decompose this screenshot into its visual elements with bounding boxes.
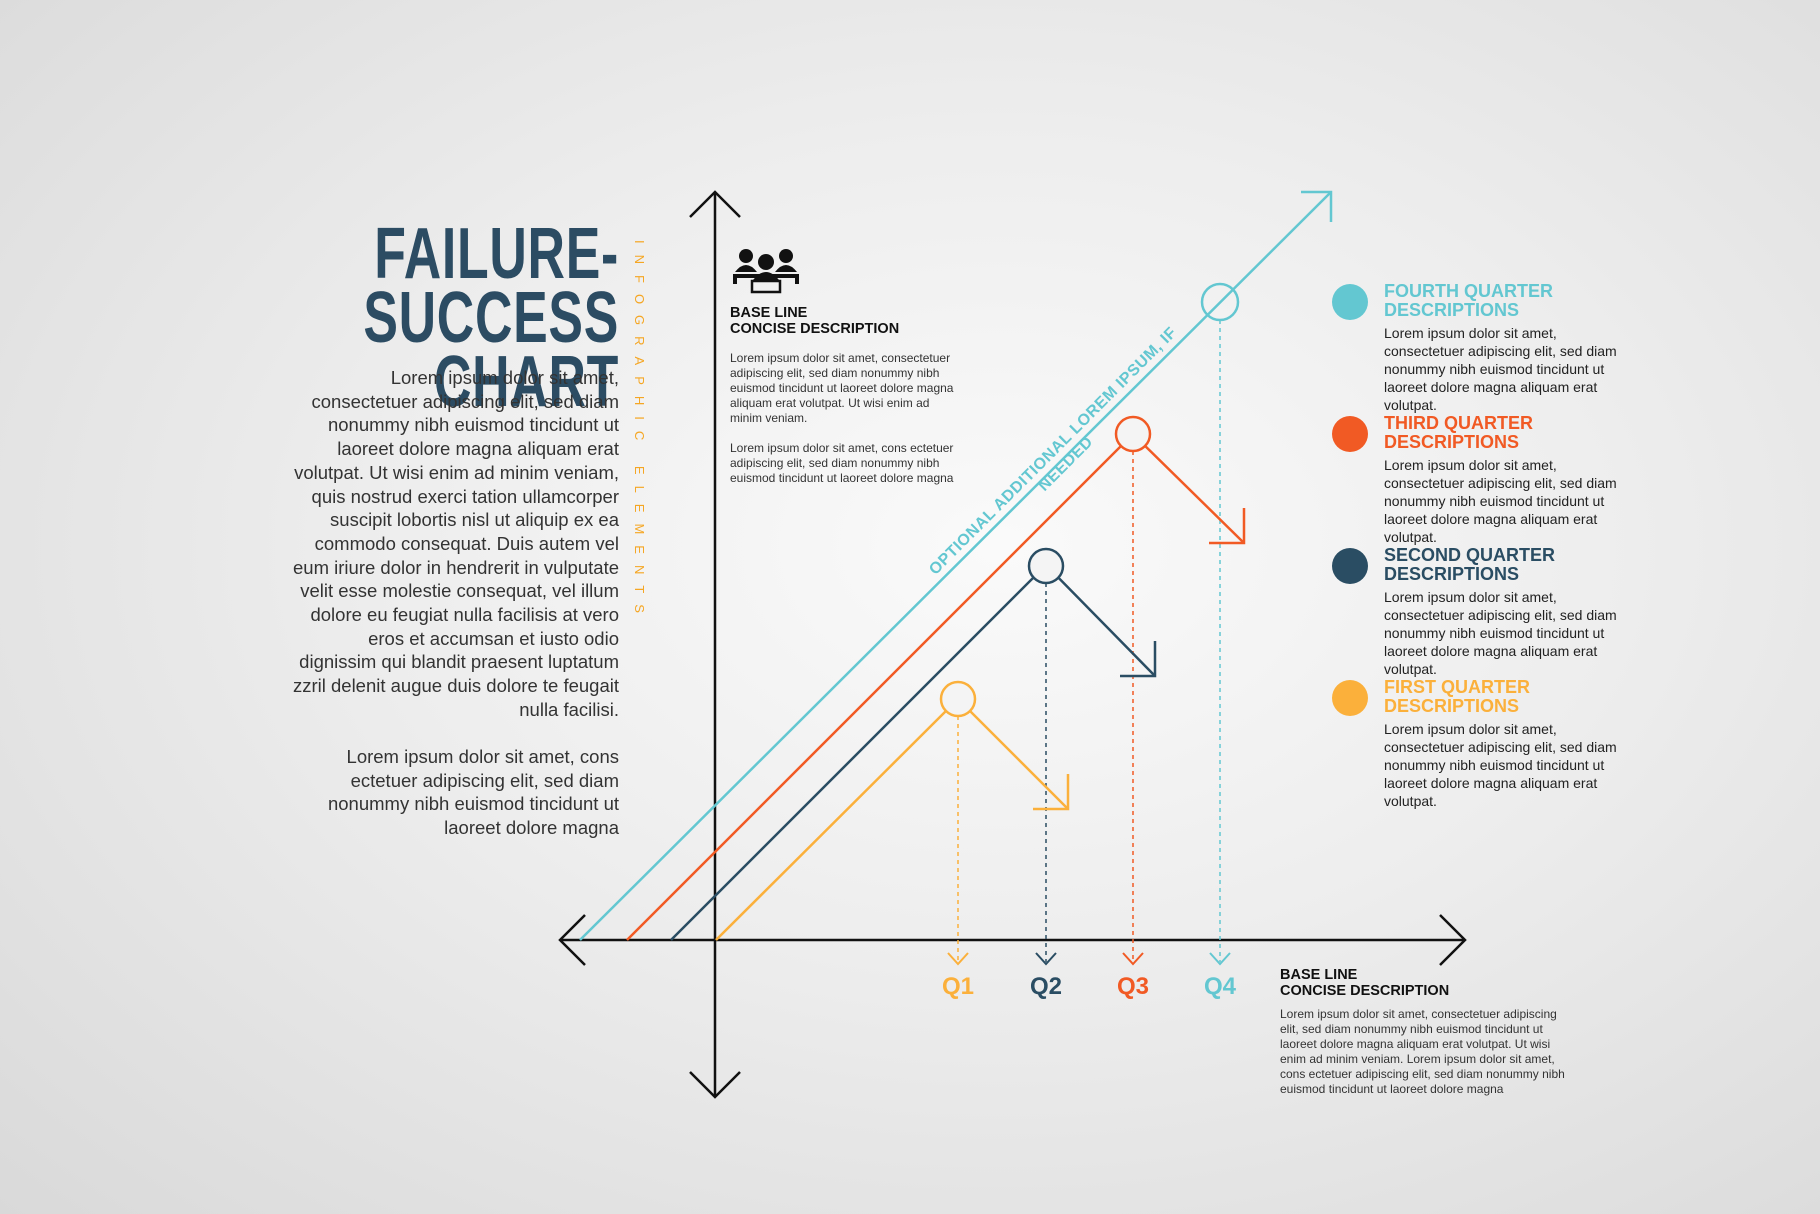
top-description-box: BASE LINE CONCISE DESCRIPTION Lorem ipsu… (730, 305, 955, 486)
q3-color-dot (1332, 416, 1368, 452)
intro-paragraph-1: Lorem ipsum dolor sit amet, consectetuer… (292, 367, 619, 720)
q1-trend-line (715, 697, 1069, 941)
q1-down-arrow-icon (947, 952, 969, 966)
legend-body: Lorem ipsum dolor sit amet, consectetuer… (1384, 721, 1617, 809)
q1-peak-circle (939, 680, 977, 718)
top-box-paragraph-1: Lorem ipsum dolor sit amet, consectetuer… (730, 351, 954, 425)
bottom-box-heading-2: CONCISE DESCRIPTION (1280, 983, 1450, 999)
q2-peak-circle (1027, 547, 1065, 585)
bottom-description-box: BASE LINE CONCISE DESCRIPTION Lorem ipsu… (1280, 967, 1570, 1097)
x-axis-left-arrow (558, 914, 586, 966)
q4-down-arrow-icon (1209, 952, 1231, 966)
title-line-2: SUCCESS CHART (363, 278, 619, 422)
group-people-icon (733, 249, 799, 294)
q3-trend-line (626, 432, 1245, 941)
q2-down-arrow (1120, 641, 1157, 678)
q3-down-arrow-icon (1122, 952, 1144, 966)
q1-color-dot (1332, 680, 1368, 716)
y-axis-up-arrow (689, 190, 741, 218)
q2-color-dot (1332, 548, 1368, 584)
bottom-box-heading-1: BASE LINE (1280, 967, 1358, 983)
q4-label: Q4 (1203, 973, 1236, 1000)
legend-body: Lorem ipsum dolor sit amet, consectetuer… (1384, 325, 1617, 413)
axes (558, 190, 1467, 1099)
q1-down-arrow (1033, 774, 1070, 811)
q2-trend-line (670, 563, 1156, 941)
vertical-caption: INFOGRAPHIC ELEMENTS (632, 240, 647, 624)
q2-down-arrow-icon (1035, 952, 1057, 966)
q1-label: Q1 (941, 973, 974, 1000)
y-axis-down-arrow (689, 1071, 741, 1099)
legend-body: Lorem ipsum dolor sit amet, consectetuer… (1384, 589, 1617, 677)
q4-trend-line (579, 191, 1332, 941)
top-box-heading-2: CONCISE DESCRIPTION (730, 321, 900, 337)
top-box-heading-1: BASE LINE (730, 305, 808, 321)
top-box-paragraph-2: Lorem ipsum dolor sit amet, cons ectetue… (730, 441, 954, 485)
title-line-1: FAILURE- (374, 214, 619, 294)
legend-body: Lorem ipsum dolor sit amet, consectetuer… (1384, 457, 1617, 545)
q3-down-arrow (1209, 508, 1246, 545)
intro-paragraph-2: Lorem ipsum dolor sit amet, cons ectetue… (327, 746, 619, 839)
x-axis-right-arrow (1439, 914, 1467, 966)
q3-label: Q3 (1116, 973, 1149, 1000)
q2-label: Q2 (1029, 973, 1062, 1000)
q3-peak-circle (1114, 415, 1152, 453)
page-title: FAILURE- SUCCESS CHART (173, 214, 619, 422)
q4-up-arrow-icon (1301, 190, 1333, 222)
q4-peak-circle (1200, 282, 1240, 322)
q4-color-dot (1332, 284, 1368, 320)
bottom-box-paragraph: Lorem ipsum dolor sit amet, consectetuer… (1280, 1007, 1565, 1096)
